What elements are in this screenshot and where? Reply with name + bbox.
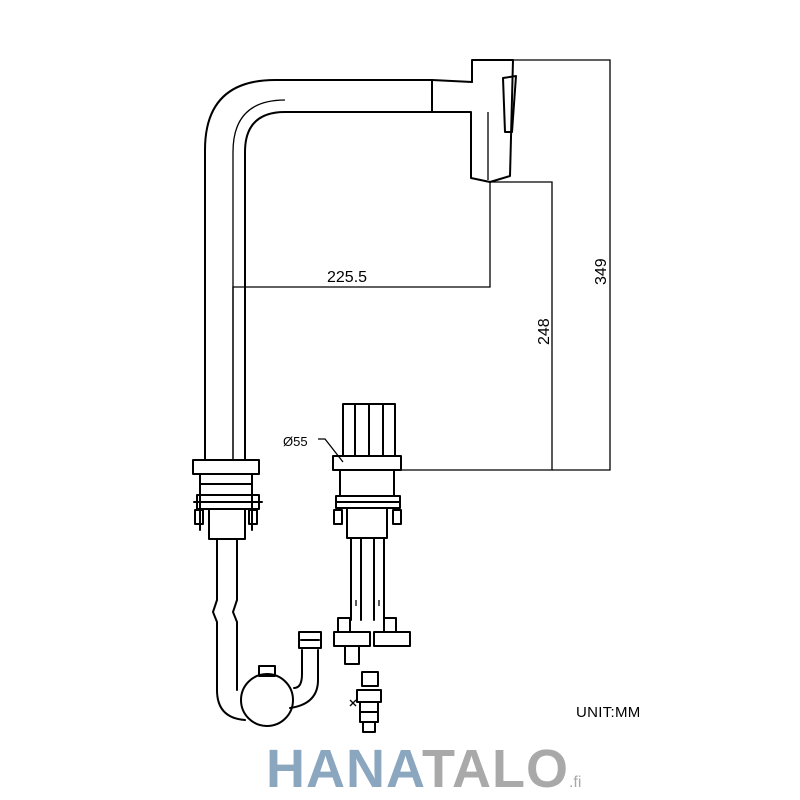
dimension-height-label: 248 (536, 318, 553, 345)
supply-hoses (333, 537, 411, 733)
mixer-handle (332, 403, 402, 539)
dimension-total-label: 349 (593, 258, 610, 285)
dimension-reach-label: 225.5 (327, 269, 367, 286)
unit-label: UNIT:MM (576, 704, 641, 721)
brand-suffix: .fi (568, 774, 582, 791)
dimension-lines (232, 59, 611, 471)
faucet-spout (204, 79, 433, 461)
brand-part2: TALO (421, 739, 569, 799)
spout-mount (192, 459, 263, 540)
spray-head (431, 59, 517, 183)
pull-out-hose (212, 538, 322, 727)
brand-logo: HANATALO.fi (266, 738, 582, 799)
dimension-diameter-label: Ø55 (283, 434, 308, 449)
brand-part1: HANA (266, 739, 422, 799)
